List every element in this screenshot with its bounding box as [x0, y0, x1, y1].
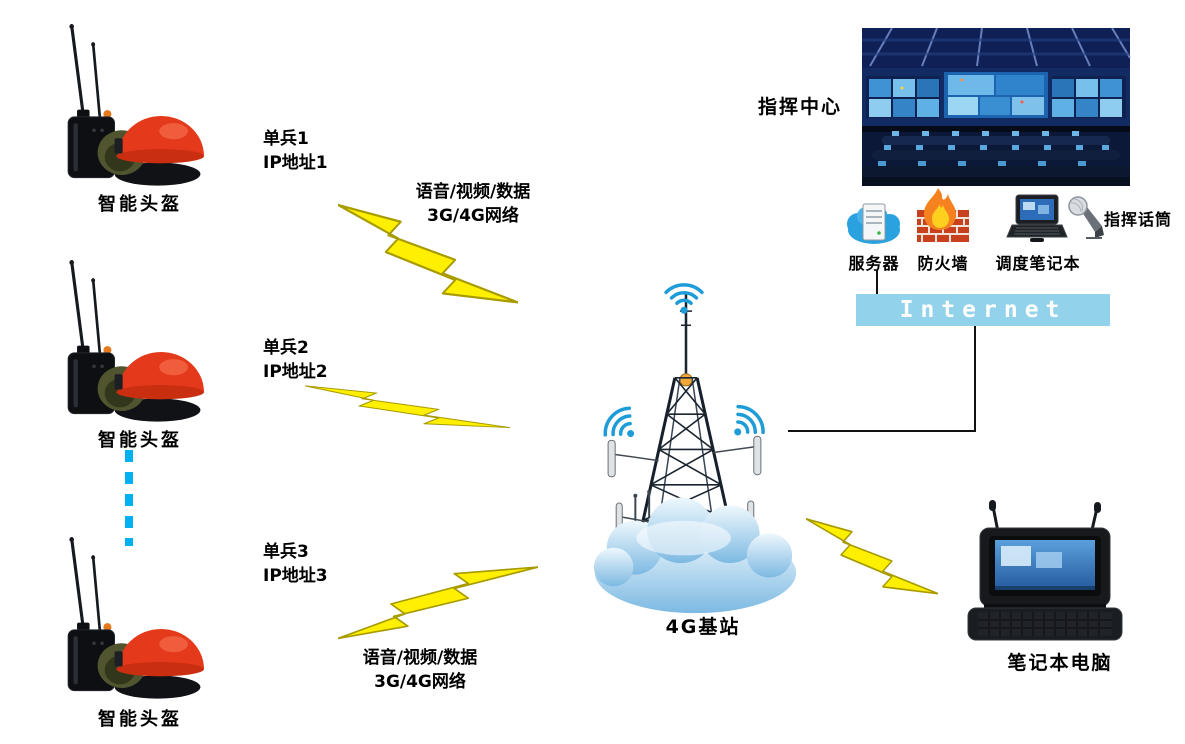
dispatch-laptop-label: 调度笔记本 [995, 254, 1081, 273]
internet-tower-connector-horizontal [788, 430, 976, 432]
soldier2-ip: IP地址2 [263, 362, 328, 382]
uplink-top-line1: 语音/视频/数据 [415, 182, 531, 202]
helmet-label-2: 智能头盔 [98, 430, 182, 451]
uplink-bottom-line1: 语音/视频/数据 [362, 648, 478, 668]
uplink-top-line2: 3G/4G网络 [427, 206, 519, 226]
lightning-bolt-3 [338, 563, 538, 645]
firewall-icon [917, 188, 969, 242]
dispatch-laptop-icon [1006, 194, 1068, 242]
lightning-bolt-1 [338, 196, 518, 308]
soldier1-ip: IP地址1 [263, 153, 328, 173]
smart-helmet-icon-2 [52, 258, 204, 428]
firewall-label: 防火墙 [917, 254, 969, 273]
lightning-bolt-2 [305, 382, 510, 430]
cloud-icon [593, 489, 797, 614]
soldier1-id: 单兵1 IP地址1 [263, 127, 328, 175]
smart-helmet-icon-3 [52, 535, 204, 705]
soldier2-id: 单兵2 IP地址2 [263, 336, 328, 384]
base-station-label: 4G基站 [665, 616, 741, 638]
soldier3-id: 单兵3 IP地址3 [263, 540, 328, 588]
soldier2-name: 单兵2 [263, 338, 309, 358]
control-room-photo [862, 27, 1131, 186]
smart-helmet-icon-1 [52, 22, 204, 192]
command-mic-label: 指挥话筒 [1104, 210, 1173, 229]
lightning-bolt-4 [806, 512, 938, 598]
rugged-laptop-icon [967, 500, 1123, 641]
command-center-label: 指挥中心 [758, 96, 843, 118]
uplink-bottom-line2: 3G/4G网络 [374, 672, 466, 692]
server-internet-connector [876, 270, 878, 294]
uplink-top-text: 语音/视频/数据 3G/4G网络 [388, 180, 558, 228]
more-units-dotted-line [125, 450, 133, 546]
microphone-icon [1068, 196, 1104, 239]
wifi-signal-icon-top [662, 276, 706, 316]
uplink-bottom-text: 语音/视频/数据 3G/4G网络 [335, 646, 505, 694]
soldier1-name: 单兵1 [263, 129, 309, 149]
server-icon [847, 203, 900, 244]
field-laptop-label: 笔记本电脑 [1007, 652, 1113, 674]
internet-bar: Internet [856, 294, 1110, 326]
soldier3-name: 单兵3 [263, 542, 309, 562]
server-label: 服务器 [848, 254, 900, 273]
soldier3-ip: IP地址3 [263, 566, 328, 586]
helmet-label-3: 智能头盔 [98, 709, 182, 730]
helmet-label-1: 智能头盔 [98, 194, 182, 215]
internet-tower-connector-vertical [974, 326, 976, 432]
